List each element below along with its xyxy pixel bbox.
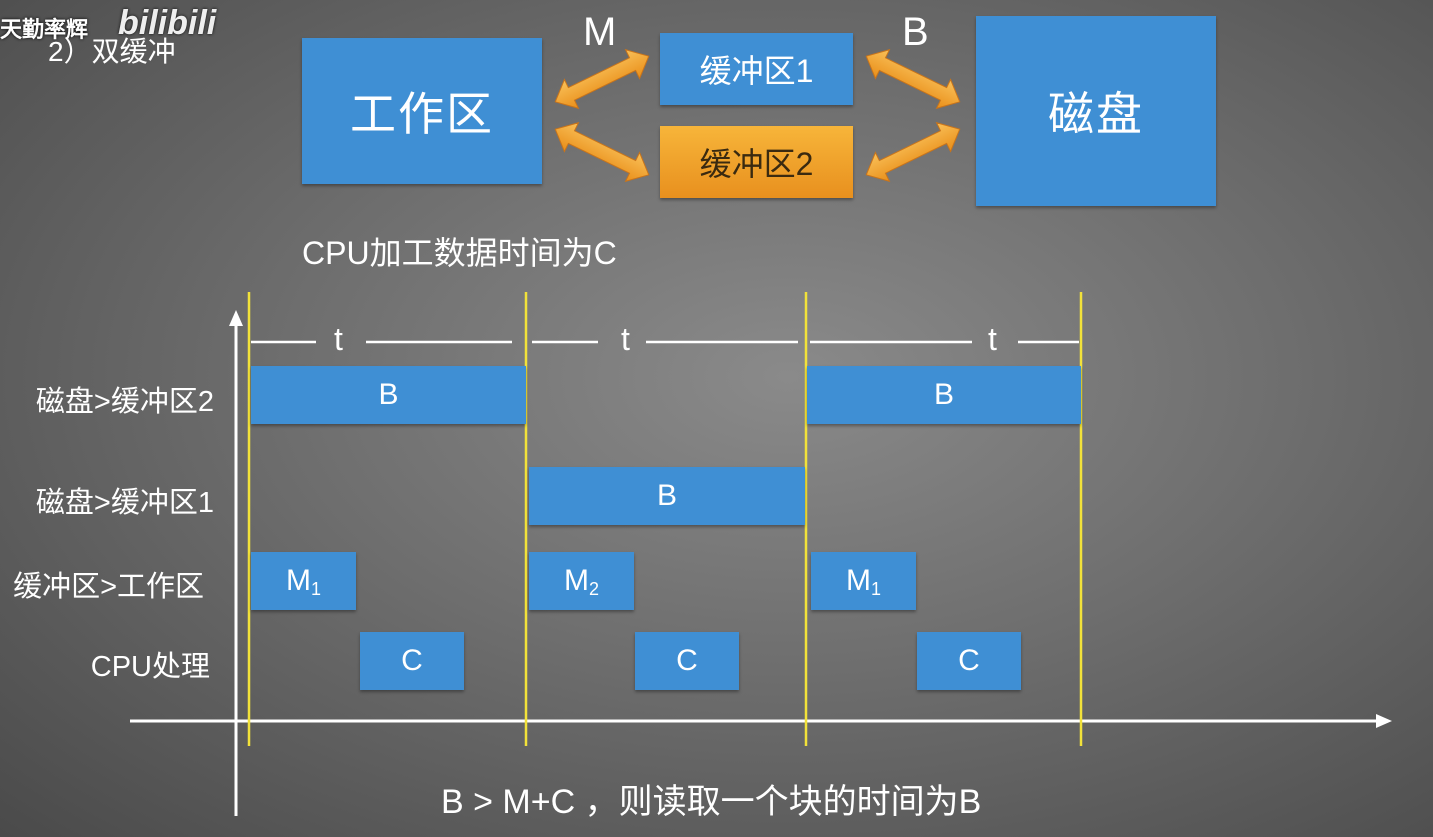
disk-box: 磁盘 [976, 16, 1216, 206]
row-label-cpu: CPU处理 [90, 651, 210, 683]
bilibili-logo: bilibili [118, 4, 217, 42]
t-label-3: t [988, 321, 997, 357]
watermark-text: 天勤率辉 [0, 17, 89, 42]
t-label-2: t [621, 321, 630, 357]
row-label-disk-buffer1: 磁盘>缓冲区1 [35, 487, 214, 519]
m-label: M [583, 10, 617, 54]
bar-disk-buffer2-2: B [807, 366, 1081, 424]
buffer2-box: 缓冲区2 [660, 126, 853, 198]
arrow-buffer2-disk [865, 121, 961, 183]
bar-cpu-1: C [360, 632, 464, 690]
cpu-time-title: CPU加工数据时间为C [302, 235, 617, 271]
t-label-1: t [334, 321, 343, 357]
row-label-buffer-work: 缓冲区>工作区 [13, 571, 204, 603]
b-label: B [902, 10, 929, 54]
arrow-work-buffer2 [554, 121, 650, 183]
bar-disk-buffer1-1: B [529, 467, 805, 525]
section-title: 2）双缓冲 [48, 36, 176, 67]
formula-text: B > M+C ，则读取一个块的时间为B [441, 783, 982, 821]
bar-disk-buffer2-1: B [251, 366, 526, 424]
bar-cpu-2: C [635, 632, 739, 690]
transfer-arrows [554, 48, 961, 183]
bar-cpu-3: C [917, 632, 1021, 690]
arrow-work-buffer1 [554, 48, 650, 110]
y-axis-arrowhead [229, 310, 243, 326]
buffer1-box: 缓冲区1 [660, 33, 853, 105]
arrow-buffer1-disk [865, 48, 961, 110]
work-area-box: 工作区 [302, 38, 542, 184]
row-label-disk-buffer2: 磁盘>缓冲区2 [35, 386, 214, 418]
x-axis-arrowhead [1376, 714, 1392, 728]
